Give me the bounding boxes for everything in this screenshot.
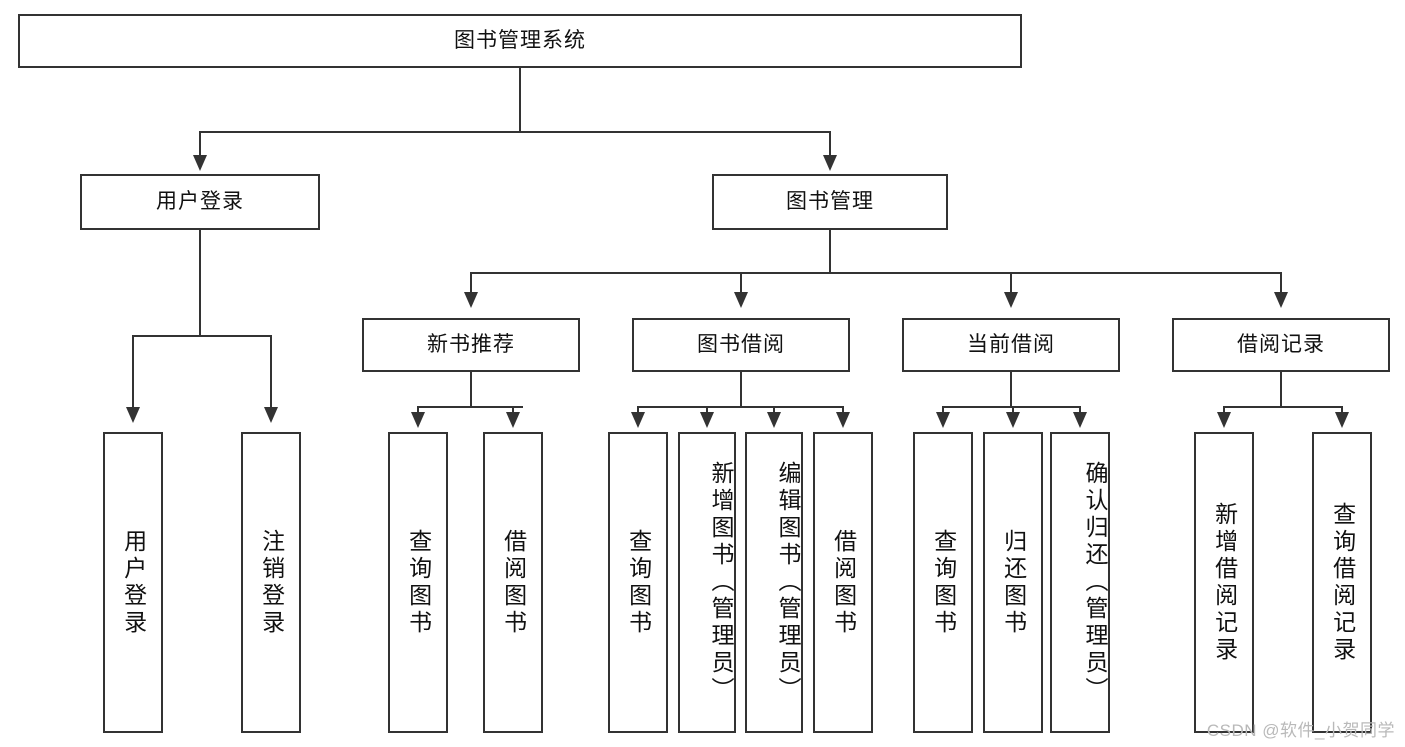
edge-bm-drop-2 xyxy=(740,272,742,296)
arrow-user-login-leaf-2 xyxy=(264,407,278,423)
edge-root-to-book-manage xyxy=(829,131,831,159)
edge-bm-drop-3 xyxy=(1010,272,1012,296)
node-label: 借阅图书 xyxy=(830,528,857,637)
node-label: 新书推荐 xyxy=(427,333,515,357)
arrow-cb-leaf-3 xyxy=(1073,412,1087,428)
edge-book-management-bus xyxy=(470,272,1281,274)
node-label: 借阅图书 xyxy=(500,528,527,637)
arrow-bm-to-new-book xyxy=(464,292,478,308)
node-label: 确认归还（管理员） xyxy=(1082,461,1108,704)
node-borrow-record[interactable]: 借阅记录 xyxy=(1172,318,1390,372)
arrow-br-leaf-1 xyxy=(1217,412,1231,428)
edge-borrow-record-trunk xyxy=(1280,372,1282,408)
node-label: 用户登录 xyxy=(156,190,244,214)
arrow-root-to-book-manage xyxy=(823,155,837,171)
edge-bb-drop-4 xyxy=(842,406,844,416)
leaf-new-book-query[interactable]: 查询图书 xyxy=(388,432,448,733)
arrow-root-to-user-login xyxy=(193,155,207,171)
arrow-bb-leaf-1 xyxy=(631,412,645,428)
node-root-library-system[interactable]: 图书管理系统 xyxy=(18,14,1022,68)
leaf-bb-edit-book-admin[interactable]: 编辑图书（管理员） xyxy=(745,432,803,733)
arrow-new-book-leaf-2 xyxy=(506,412,520,428)
arrow-cb-leaf-2 xyxy=(1006,412,1020,428)
edge-cb-drop-1 xyxy=(942,406,944,416)
edge-br-drop-1 xyxy=(1223,406,1225,416)
node-label: 图书管理 xyxy=(786,190,874,214)
edge-br-drop-2 xyxy=(1341,406,1343,416)
arrow-bm-to-borrow-record xyxy=(1274,292,1288,308)
leaf-cb-query-book[interactable]: 查询图书 xyxy=(913,432,973,733)
leaf-user-logout[interactable]: 注销登录 xyxy=(241,432,301,733)
leaf-bb-add-book-admin[interactable]: 新增图书（管理员） xyxy=(678,432,736,733)
edge-current-borrow-trunk xyxy=(1010,372,1012,408)
edge-bb-drop-3 xyxy=(773,406,775,416)
node-label: 图书借阅 xyxy=(697,333,785,357)
node-label: 注销登录 xyxy=(258,528,285,637)
arrow-bb-leaf-4 xyxy=(836,412,850,428)
edge-book-borrow-bus xyxy=(637,406,843,408)
node-user-login[interactable]: 用户登录 xyxy=(80,174,320,230)
node-label: 用户登录 xyxy=(120,528,147,637)
node-label: 图书管理系统 xyxy=(454,29,586,53)
arrow-br-leaf-2 xyxy=(1335,412,1349,428)
arrow-bb-leaf-3 xyxy=(767,412,781,428)
arrow-bm-to-book-borrow xyxy=(734,292,748,308)
leaf-br-add-record[interactable]: 新增借阅记录 xyxy=(1194,432,1254,733)
edge-current-borrow-bus xyxy=(942,406,1080,408)
leaf-br-query-record[interactable]: 查询借阅记录 xyxy=(1312,432,1372,733)
edge-root-trunk xyxy=(519,68,521,132)
node-new-book-recommend[interactable]: 新书推荐 xyxy=(362,318,580,372)
leaf-cb-return-book[interactable]: 归还图书 xyxy=(983,432,1043,733)
leaf-bb-borrow-book[interactable]: 借阅图书 xyxy=(813,432,873,733)
leaf-new-book-borrow[interactable]: 借阅图书 xyxy=(483,432,543,733)
node-label: 归还图书 xyxy=(1000,528,1027,637)
arrow-user-login-leaf-1 xyxy=(126,407,140,423)
edge-new-book-drop-2 xyxy=(512,406,514,416)
arrow-new-book-leaf-1 xyxy=(411,412,425,428)
node-current-borrow[interactable]: 当前借阅 xyxy=(902,318,1120,372)
arrow-bm-to-current-borrow xyxy=(1004,292,1018,308)
edge-book-borrow-trunk xyxy=(740,372,742,408)
arrow-bb-leaf-2 xyxy=(700,412,714,428)
edge-bm-drop-4 xyxy=(1280,272,1282,296)
node-label: 当前借阅 xyxy=(967,333,1055,357)
leaf-user-login[interactable]: 用户登录 xyxy=(103,432,163,733)
edge-user-login-trunk xyxy=(199,230,201,336)
edge-root-bus xyxy=(199,131,831,133)
edge-new-book-trunk xyxy=(470,372,472,408)
leaf-cb-confirm-return-admin[interactable]: 确认归还（管理员） xyxy=(1050,432,1110,733)
node-label: 新增借阅记录 xyxy=(1211,501,1238,664)
edge-root-to-user-login xyxy=(199,131,201,159)
edge-new-book-bus xyxy=(417,406,523,408)
leaf-bb-query-book[interactable]: 查询图书 xyxy=(608,432,668,733)
node-label: 新增图书（管理员） xyxy=(708,461,734,704)
edge-user-login-bus xyxy=(132,335,270,337)
edge-user-login-drop-2 xyxy=(270,335,272,411)
node-label: 查询图书 xyxy=(625,528,652,637)
edge-bb-drop-2 xyxy=(706,406,708,416)
node-label: 查询借阅记录 xyxy=(1329,501,1356,664)
edge-bm-drop-1 xyxy=(470,272,472,296)
node-label: 查询图书 xyxy=(405,528,432,637)
arrow-cb-leaf-1 xyxy=(936,412,950,428)
edge-user-login-drop-1 xyxy=(132,335,134,411)
edge-cb-drop-3 xyxy=(1079,406,1081,416)
edge-cb-drop-2 xyxy=(1012,406,1014,416)
node-label: 借阅记录 xyxy=(1237,333,1325,357)
edge-bb-drop-1 xyxy=(637,406,639,416)
node-book-borrow[interactable]: 图书借阅 xyxy=(632,318,850,372)
node-label: 查询图书 xyxy=(930,528,957,637)
edge-book-management-trunk xyxy=(829,230,831,273)
node-book-management[interactable]: 图书管理 xyxy=(712,174,948,230)
edge-borrow-record-bus xyxy=(1223,406,1341,408)
node-label: 编辑图书（管理员） xyxy=(775,461,801,704)
edge-new-book-drop-1 xyxy=(417,406,419,416)
